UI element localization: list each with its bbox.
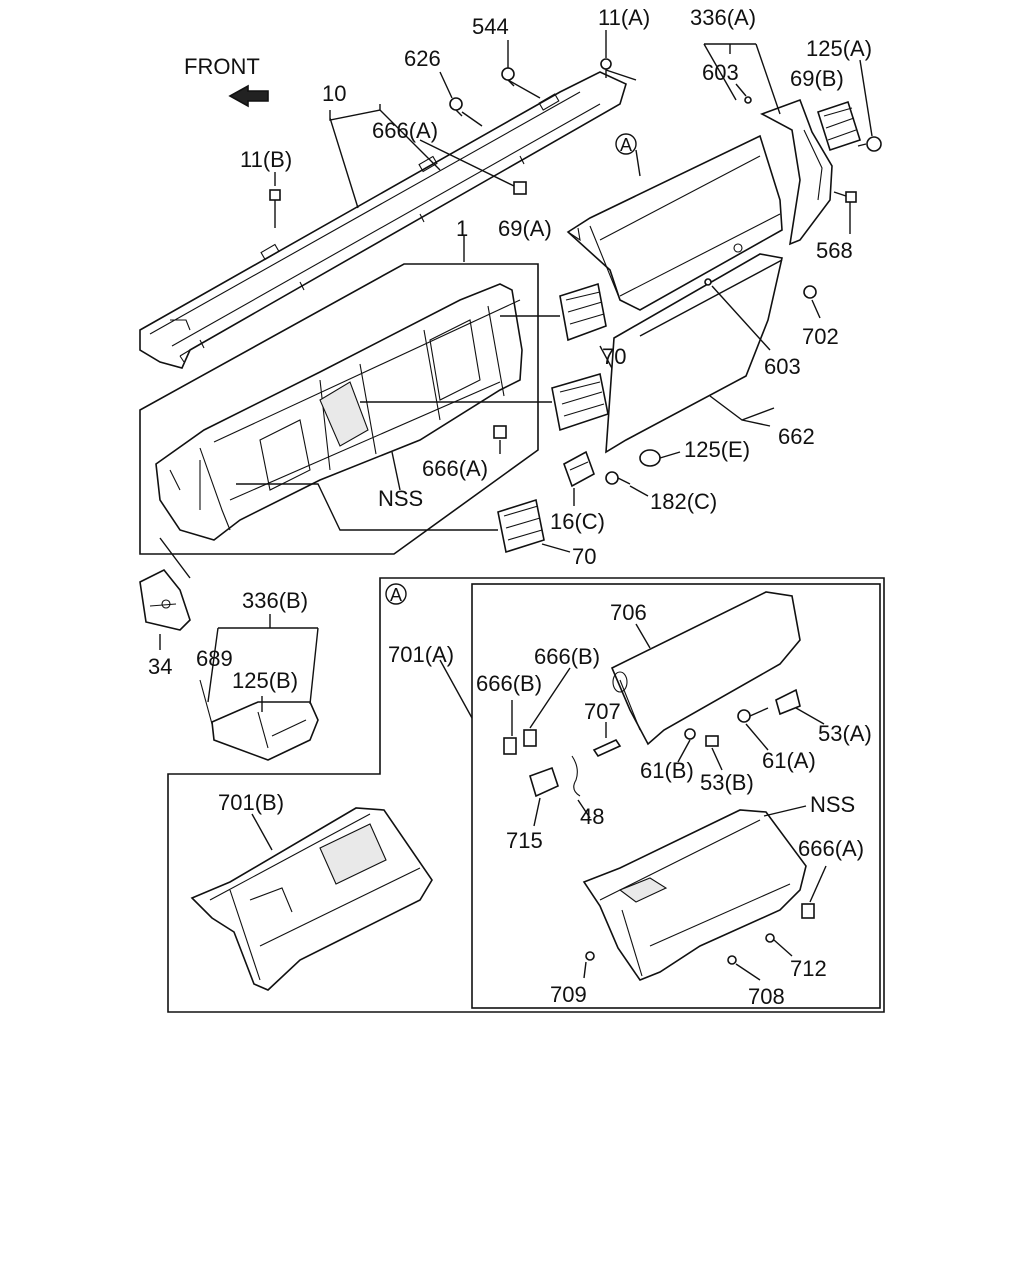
screw-568 <box>833 191 857 203</box>
callout-48: 48 <box>580 804 604 829</box>
screw-603-top <box>744 96 752 104</box>
clip-666a-mid <box>493 425 507 439</box>
callout-701a: 701(A) <box>388 642 454 667</box>
front-arrow-icon <box>228 84 269 108</box>
callout-706: 706 <box>610 600 647 625</box>
front-label: FRONT <box>184 54 260 79</box>
washer-61b <box>684 728 696 740</box>
circle-a-label: A <box>620 135 632 155</box>
callout-707: 707 <box>584 699 621 724</box>
screw-626 <box>449 97 463 117</box>
callout-125a: 125(A) <box>806 36 872 61</box>
screw-61a <box>737 707 769 723</box>
callout-69b: 69(B) <box>790 66 844 91</box>
nut-702 <box>803 285 817 299</box>
hinge-16c <box>563 450 595 488</box>
screw-11a <box>600 58 612 78</box>
clip-53a <box>775 688 801 716</box>
main-instrument-panel <box>155 283 523 541</box>
bolt-707 <box>592 738 622 758</box>
callout-666a-bottom: 666(A) <box>798 836 864 861</box>
inset-a-label: A <box>390 585 402 605</box>
callout-11a: 11(A) <box>598 5 650 30</box>
callout-61b: 61(B) <box>640 758 694 783</box>
callout-568: 568 <box>816 238 853 263</box>
grommet-125e <box>639 449 661 467</box>
callout-70-mid: 70 <box>602 344 626 369</box>
callout-702: 702 <box>802 324 839 349</box>
clip-666a-bottom <box>801 903 815 919</box>
callout-11b: 11(B) <box>240 147 292 172</box>
end-cap-34 <box>139 568 191 631</box>
glove-box-body-nss <box>582 809 807 981</box>
screw-709 <box>585 951 595 961</box>
grommet-125a <box>857 136 882 152</box>
clip-666a-top <box>513 181 527 195</box>
callout-70-bottom: 70 <box>572 544 596 569</box>
vent-70-bottom <box>497 498 545 554</box>
screw-182c <box>605 471 631 485</box>
callout-666a-top: 666(A) <box>372 118 438 143</box>
side-cover-336a <box>760 98 833 246</box>
callout-715: 715 <box>506 828 543 853</box>
callout-34: 34 <box>148 654 172 679</box>
screw-708 <box>727 955 737 965</box>
callout-1: 1 <box>456 216 468 241</box>
glove-box-door-706 <box>610 591 801 746</box>
clip-53b <box>705 735 719 747</box>
detail-a-inner-frame <box>471 583 881 1009</box>
glove-box-lid-662 <box>605 253 783 454</box>
callout-125e: 125(E) <box>684 437 750 462</box>
callout-61a: 61(A) <box>762 748 816 773</box>
callout-69a: 69(A) <box>498 216 552 241</box>
callout-689: 689 <box>196 646 233 671</box>
screw-603-mid <box>704 278 712 286</box>
callout-712: 712 <box>790 956 827 981</box>
callout-666b-2: 666(B) <box>534 644 600 669</box>
lower-cover-336b <box>199 679 319 761</box>
callout-662: 662 <box>778 424 815 449</box>
callout-nss-bottom: NSS <box>810 792 855 817</box>
callout-nss-top: NSS <box>378 486 423 511</box>
callout-544: 544 <box>472 14 509 39</box>
callout-125b: 125(B) <box>232 668 298 693</box>
callout-709: 709 <box>550 982 587 1007</box>
callout-182c: 182(C) <box>650 489 717 514</box>
panel-assembly-frame <box>139 263 539 555</box>
latch-715 <box>529 766 559 798</box>
vent-69b <box>817 100 861 152</box>
glove-box-701b <box>190 807 433 991</box>
callout-666a-mid: 666(A) <box>422 456 488 481</box>
callout-701b: 701(B) <box>218 790 284 815</box>
screw-544 <box>501 67 515 87</box>
clip-666b-left <box>503 737 517 755</box>
detail-a-frame <box>167 577 885 1013</box>
callout-603-top: 603 <box>702 60 739 85</box>
spring-48 <box>571 755 581 797</box>
vent-70-mid <box>551 372 609 432</box>
screw-712 <box>765 933 775 943</box>
callout-53b: 53(B) <box>700 770 754 795</box>
glove-box-upper <box>566 134 783 311</box>
callout-336b: 336(B) <box>242 588 308 613</box>
callout-53a: 53(A) <box>818 721 872 746</box>
screw-11b <box>269 189 281 228</box>
callout-16c: 16(C) <box>550 509 605 534</box>
callout-336a: 336(A) <box>690 5 756 30</box>
callout-10: 10 <box>322 81 346 106</box>
callout-666b-1: 666(B) <box>476 671 542 696</box>
vent-69a <box>559 282 607 342</box>
callout-603-mid: 603 <box>764 354 801 379</box>
upper-dash-panel <box>139 71 627 369</box>
callout-708: 708 <box>748 984 785 1009</box>
callout-626: 626 <box>404 46 441 71</box>
clip-666b-right <box>523 729 537 747</box>
